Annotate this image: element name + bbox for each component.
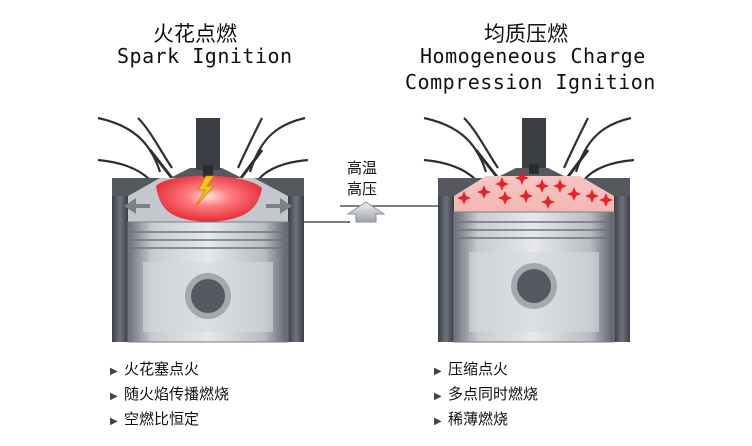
list-item: ▶多点同时燃烧 <box>434 383 538 408</box>
left-valves <box>148 149 264 183</box>
left-title-en: Spark Ignition <box>117 44 293 68</box>
left-engine <box>97 116 309 343</box>
list-item: ▶空燃比恒定 <box>110 408 229 433</box>
right-combustion-chamber <box>454 176 614 212</box>
left-spark-plug <box>196 118 220 170</box>
list-item: ▶稀薄燃烧 <box>434 408 538 433</box>
right-title-en-line1: Homogeneous Charge <box>420 44 646 68</box>
triangle-bullet-icon: ▶ <box>434 366 442 377</box>
left-feature-list: ▶火花塞点火 ▶随火焰传播燃烧 ▶空燃比恒定 <box>110 358 229 433</box>
condition-label: 高温 高压 <box>340 158 384 200</box>
list-item: ▶随火焰传播燃烧 <box>110 383 229 408</box>
right-title-cn: 均质压燃 <box>484 22 568 46</box>
right-engine <box>423 116 635 343</box>
condition-line-1: 高温 <box>346 159 377 177</box>
triangle-bullet-icon: ▶ <box>110 366 118 377</box>
left-cylinder-wall-right <box>288 180 304 342</box>
condition-line-2: 高压 <box>346 180 377 198</box>
right-feature-list: ▶压缩点火 ▶多点同时燃烧 ▶稀薄燃烧 <box>434 358 538 433</box>
left-flame-arrow-left <box>124 198 150 214</box>
left-flame-arrow-right <box>266 198 292 214</box>
triangle-bullet-icon: ▶ <box>110 416 118 427</box>
right-injector <box>522 118 546 168</box>
right-ignition-points <box>457 171 613 209</box>
triangle-bullet-icon: ▶ <box>434 391 442 402</box>
pressure-up-arrow <box>346 201 386 223</box>
triangle-bullet-icon: ▶ <box>110 391 118 402</box>
list-item: ▶火花塞点火 <box>110 358 229 383</box>
left-flame-front <box>156 175 262 222</box>
right-title-en-line2: Compression Ignition <box>405 70 656 94</box>
right-cylinder-wall-right <box>614 180 630 342</box>
left-title-cn: 火花点燃 <box>153 22 237 46</box>
left-cylinder-wall-left <box>112 180 128 342</box>
triangle-bullet-icon: ▶ <box>434 416 442 427</box>
right-cylinder-wall-left <box>438 180 454 342</box>
list-item: ▶压缩点火 <box>434 358 538 383</box>
left-spark <box>195 175 215 207</box>
condition-connector <box>304 201 438 223</box>
